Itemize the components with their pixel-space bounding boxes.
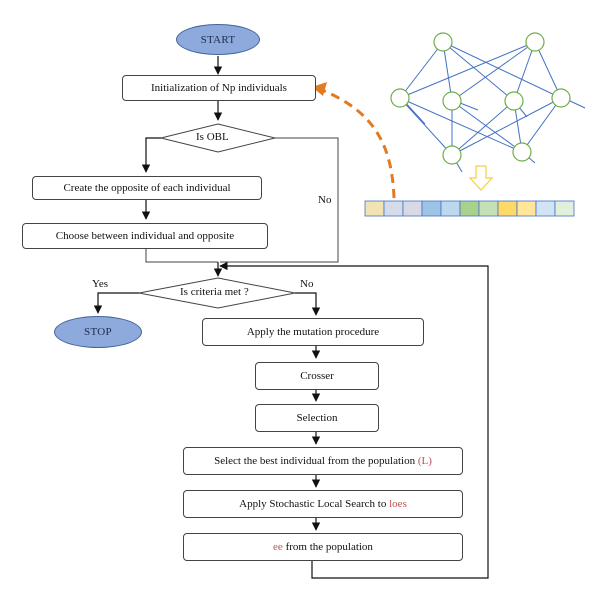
- node-bottom-1: [442, 145, 462, 165]
- criteria-diamond: [138, 277, 296, 309]
- node-mid-1: [390, 88, 410, 108]
- dashed-curve-arrow: [321, 88, 396, 199]
- create-opposite-box: Create the opposite of each individual: [32, 176, 262, 200]
- start-node: START: [176, 24, 260, 55]
- local-search-text: Apply Stochastic Local Search to: [239, 498, 390, 510]
- dashed-arrow-head-icon: [312, 82, 327, 96]
- arrow-choose-join: [145, 249, 218, 263]
- arrow-criteria-yes: [93, 292, 139, 314]
- neural-network-illustration: [390, 32, 586, 191]
- node-bottom-2: [512, 142, 532, 162]
- encoding-cell: [554, 200, 575, 217]
- is-obl-diamond: [160, 123, 276, 153]
- no-label-obl: No: [318, 194, 332, 206]
- arrow-loop-back: [219, 261, 489, 579]
- encoding-cell: [364, 200, 385, 217]
- encoding-cell: [440, 200, 461, 217]
- network-nodes: [390, 32, 571, 165]
- arrow-criteria-no: [295, 292, 321, 316]
- local-search-highlight: loes: [389, 498, 407, 510]
- encoding-cell: [497, 200, 518, 217]
- select-best-text: Select the best individual from the popu…: [214, 455, 418, 467]
- encoding-cell: [516, 200, 537, 217]
- arrow-obl-no: [220, 137, 339, 263]
- network-edges: [399, 41, 586, 173]
- replace-text: from the population: [282, 541, 373, 553]
- encoding-cell: [459, 200, 480, 217]
- choose-box: Choose between individual and opposite: [22, 223, 268, 249]
- replace-highlight: ee: [273, 541, 283, 553]
- crosser-box: Crosser: [255, 362, 379, 390]
- criteria-label: Is criteria met ?: [180, 286, 249, 298]
- encoding-cell: [402, 200, 423, 217]
- node-mid-3: [504, 91, 524, 111]
- down-arrow-icon: [468, 165, 494, 191]
- select-best-highlight: (L): [417, 455, 432, 467]
- mutation-box: Apply the mutation procedure: [202, 318, 424, 346]
- encoding-cell: [535, 200, 556, 217]
- is-obl-label: Is OBL: [196, 131, 229, 143]
- node-mid-4: [551, 88, 571, 108]
- arrow-obl-yes: [141, 137, 161, 173]
- replace-box: ee from the population: [183, 533, 463, 561]
- no-label-criteria: No: [300, 278, 314, 290]
- select-best-box: Select the best individual from the popu…: [183, 447, 463, 475]
- node-top-right: [525, 32, 545, 52]
- selection-box: Selection: [255, 404, 379, 432]
- encoding-cell: [383, 200, 404, 217]
- yes-label: Yes: [92, 278, 109, 290]
- node-mid-2: [442, 91, 462, 111]
- node-top-left: [433, 32, 453, 52]
- init-box: Initialization of Np individuals: [122, 75, 316, 101]
- encoding-cell: [421, 200, 442, 217]
- local-search-box: Apply Stochastic Local Search to loes: [183, 490, 463, 518]
- encoding-strip: [364, 200, 575, 217]
- encoding-cell: [478, 200, 499, 217]
- stop-node: STOP: [54, 316, 142, 348]
